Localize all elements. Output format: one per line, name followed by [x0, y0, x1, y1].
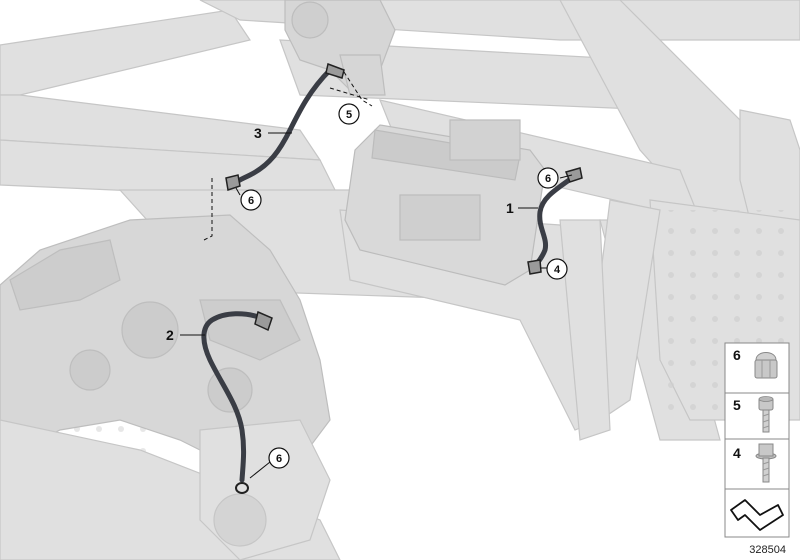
leader-lines — [180, 132, 573, 479]
reference-number: 328504 — [749, 544, 786, 556]
socket-head-screw-icon — [758, 396, 774, 433]
power-distribution-box — [344, 119, 546, 286]
cable-3-terminals — [225, 62, 345, 191]
lower-frame — [0, 419, 341, 560]
callout-4-circle: 4 — [546, 258, 568, 280]
callout-1-label: 1 — [506, 200, 514, 216]
legend-item-4-label: 4 — [733, 445, 741, 461]
dashed-mount-lines — [203, 71, 373, 241]
parts-legend: 6 5 4 — [724, 342, 790, 538]
transmission-block — [0, 214, 331, 471]
callout-3-label: 3 — [254, 125, 262, 141]
acorn-nut-icon — [754, 352, 778, 379]
callout-5-label: 5 — [346, 109, 352, 121]
legend-item-5-label: 5 — [733, 397, 741, 413]
callout-5-circle: 5 — [338, 103, 360, 125]
callout-6-label-right: 6 — [545, 173, 551, 185]
callout-6-circle-right: 6 — [537, 167, 559, 189]
cable-2 — [201, 311, 265, 483]
upper-engine-component — [284, 0, 396, 96]
hex-flange-bolt-icon — [755, 443, 777, 483]
cable-1-terminals — [527, 167, 583, 275]
callout-6-circle-bottom: 6 — [268, 447, 290, 469]
callout-6-label-top: 6 — [248, 195, 254, 207]
direction-arrow-icon — [730, 499, 784, 531]
callout-6-label-bottom: 6 — [276, 453, 282, 465]
cable-2-terminals — [235, 310, 273, 494]
callout-4-label: 4 — [554, 264, 561, 276]
callout-2-label: 2 — [166, 327, 174, 343]
legend-item-6-label: 6 — [733, 347, 741, 363]
callout-6-circle-top: 6 — [240, 189, 262, 211]
